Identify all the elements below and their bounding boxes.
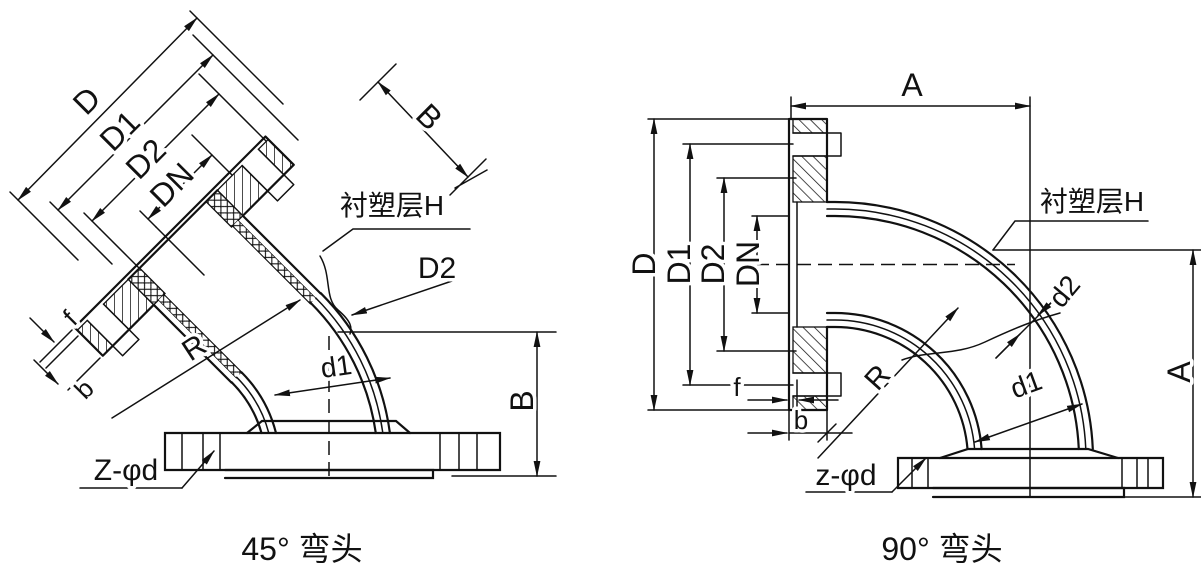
f-label-right: f — [733, 372, 741, 402]
right-dim-A-top — [790, 96, 1031, 120]
right-left-flange — [787, 117, 842, 441]
d1-label-right: d1 — [1006, 365, 1046, 405]
left-dim-B-diagonal — [359, 63, 488, 196]
dim-label-A-vert: A — [1161, 361, 1197, 383]
lining-label-left: 衬塑层H — [340, 190, 444, 221]
dim-label-B-vert: B — [504, 390, 540, 411]
D2-leader-label: D2 — [418, 252, 456, 285]
dim-label-D2-right: D2 — [695, 244, 731, 285]
left-flange-45 — [73, 135, 322, 384]
right-d2-dim — [995, 295, 1059, 359]
left-dim-B-vertical — [337, 331, 557, 477]
right-bolt-leader — [891, 457, 927, 493]
left-dim-stack — [9, 10, 299, 282]
left-lining-leader — [322, 228, 471, 252]
caption-right: 90° 弯头 — [881, 531, 1002, 567]
bolt-label-right: z-φd — [815, 459, 876, 492]
left-fb-marks — [29, 317, 101, 391]
d1-label-left: d1 — [319, 349, 354, 384]
dim-label-DN-right: DN — [730, 241, 766, 287]
section-break-line — [901, 312, 1061, 361]
right-dim-A-vertical — [992, 249, 1201, 498]
left-d1-dim — [274, 376, 391, 397]
right-d1-dim — [974, 403, 1083, 443]
b-label-right: b — [794, 405, 808, 435]
b-label-left: b — [68, 373, 99, 404]
dim-label-B-diag: B — [409, 96, 450, 137]
left-bend-arcs — [230, 255, 391, 435]
right-lining-leader — [992, 220, 1149, 251]
right-dim-stack — [647, 118, 797, 411]
right-radius-leader — [817, 307, 959, 459]
left-bottom-flange — [163, 336, 502, 480]
right-fb-dims — [747, 396, 853, 443]
radius-label-right: R — [858, 359, 897, 397]
left-D2-leader — [351, 280, 453, 316]
left-diagram-45-elbow: D D1 D2 DN B B 衬塑层H D2 R d1 f b Z-φd 45°… — [9, 10, 557, 571]
f-label-left: f — [57, 304, 84, 331]
bolt-label-left: Z-φd — [94, 454, 158, 487]
caption-left: 45° 弯头 — [241, 531, 362, 567]
dim-label-D-right: D — [626, 252, 662, 275]
right-diagram-90-elbow: A D D1 D2 DN 衬塑层H R d2 d1 f b A z-φd 90°… — [623, 64, 1201, 571]
dim-label-D1-right: D1 — [661, 244, 697, 285]
section-break-line — [319, 255, 352, 335]
d2-label-right: d2 — [1042, 269, 1086, 313]
dim-label-A-top: A — [901, 67, 923, 103]
left-radius-leader — [111, 299, 301, 419]
lining-label-right: 衬塑层H — [1040, 186, 1144, 217]
left-bolt-leader — [181, 450, 215, 489]
